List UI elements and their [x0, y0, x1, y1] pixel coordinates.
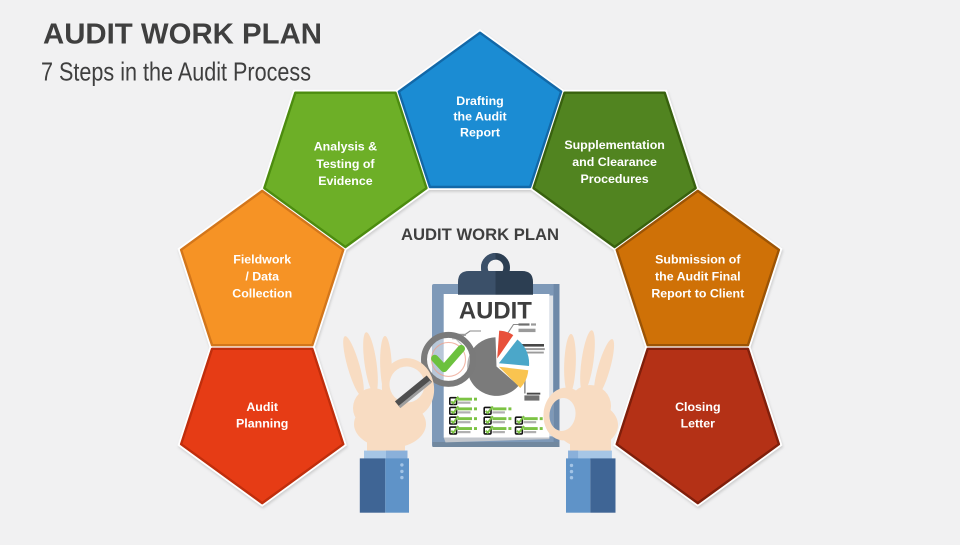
svg-text:AUDIT WORK PLAN: AUDIT WORK PLAN	[43, 19, 322, 51]
svg-text:Report to Client: Report to Client	[651, 287, 744, 301]
svg-text:Submission of: Submission of	[655, 253, 741, 267]
svg-text:and Clearance: and Clearance	[572, 155, 657, 169]
svg-text:Planning: Planning	[236, 417, 288, 431]
svg-text:Testing of: Testing of	[316, 157, 375, 171]
svg-text:Report: Report	[460, 126, 500, 140]
svg-text:7 Steps in the Audit Process: 7 Steps in the Audit Process	[41, 57, 311, 87]
svg-text:Collection: Collection	[232, 287, 292, 301]
svg-text:AUDIT WORK PLAN: AUDIT WORK PLAN	[401, 225, 559, 244]
svg-text:Audit: Audit	[246, 400, 278, 414]
svg-text:Analysis &: Analysis &	[314, 140, 377, 154]
svg-text:/ Data: / Data	[245, 270, 279, 284]
svg-text:Procedures: Procedures	[581, 172, 649, 186]
svg-text:Letter: Letter	[681, 417, 716, 431]
svg-text:Supplementation: Supplementation	[564, 138, 665, 152]
svg-text:the Audit Final: the Audit Final	[655, 270, 741, 284]
svg-text:AUDIT: AUDIT	[459, 298, 532, 325]
svg-text:the Audit: the Audit	[453, 110, 506, 124]
svg-text:Drafting: Drafting	[456, 94, 504, 108]
svg-text:Evidence: Evidence	[318, 174, 373, 188]
svg-text:Fieldwork: Fieldwork	[233, 253, 291, 267]
svg-text:Closing: Closing	[675, 400, 720, 414]
